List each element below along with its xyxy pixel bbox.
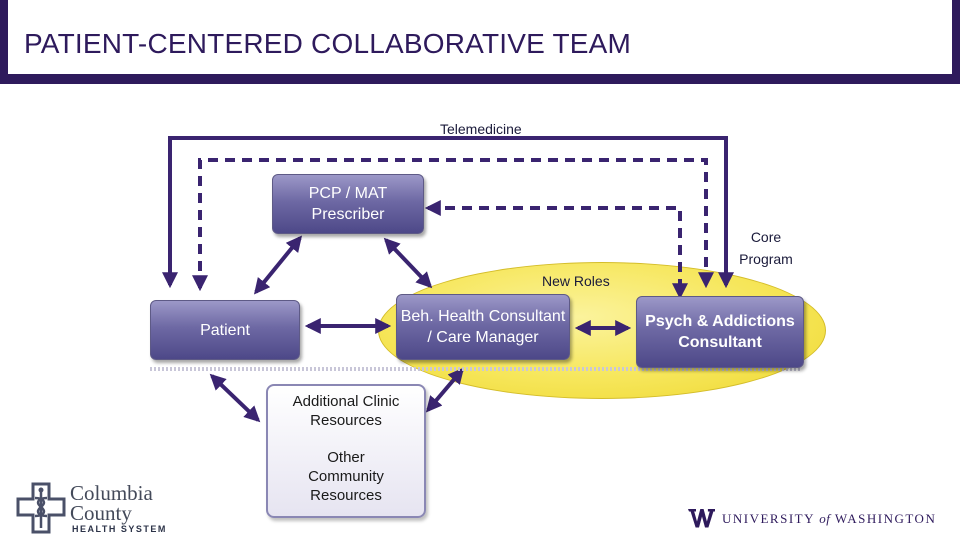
beh-health-node: Beh. Health Consultant / Care Manager (396, 294, 570, 360)
caduceus-cross-icon (16, 482, 66, 534)
columbia-county-logo: Columbia County HEALTH SYSTEM (12, 480, 172, 538)
pcp-beh-arrow (383, 237, 433, 289)
uw-w-icon (688, 509, 715, 528)
core-program-label: Core Program (739, 229, 793, 267)
uw-wordmark: UNIVERSITY of WASHINGTON (722, 511, 936, 527)
columbia-name: Columbia County (70, 481, 153, 525)
patient-resources-arrow (209, 373, 261, 423)
uw-logo: UNIVERSITY of WASHINGTON (688, 508, 938, 530)
pcp-psych-dashed-connector (424, 200, 688, 300)
resources-node: Additional Clinic Resources Other Commun… (266, 384, 426, 518)
uw-word-washington: WASHINGTON (834, 511, 937, 526)
community-resources-text: Other Community Resources (308, 449, 384, 504)
telemedicine-label: Telemedicine (440, 121, 522, 137)
pcp-patient-arrow (253, 235, 303, 295)
patient-node: Patient (150, 300, 300, 360)
title-bar: PATIENT-CENTERED COLLABORATIVE TEAM (0, 0, 960, 84)
beh-resources-arrow (425, 367, 465, 413)
uw-word-of: of (819, 511, 831, 526)
columbia-name-line1: Columbia (70, 481, 153, 505)
uw-word-university: UNIVERSITY (722, 511, 815, 526)
title-panel: PATIENT-CENTERED COLLABORATIVE TEAM (8, 0, 952, 74)
columbia-subtitle: HEALTH SYSTEM (72, 524, 167, 534)
pcp-node: PCP / MAT Prescriber (272, 174, 424, 234)
psych-node: Psych & Addictions Consultant (636, 296, 804, 368)
telemedicine-dashed-connector (192, 158, 714, 292)
telemedicine-solid-connector (162, 136, 734, 289)
additional-resources-text: Additional Clinic Resources (292, 393, 400, 429)
page-title: PATIENT-CENTERED COLLABORATIVE TEAM (24, 28, 632, 59)
columbia-name-line2: County (70, 501, 132, 525)
new-roles-label: New Roles (542, 273, 610, 289)
